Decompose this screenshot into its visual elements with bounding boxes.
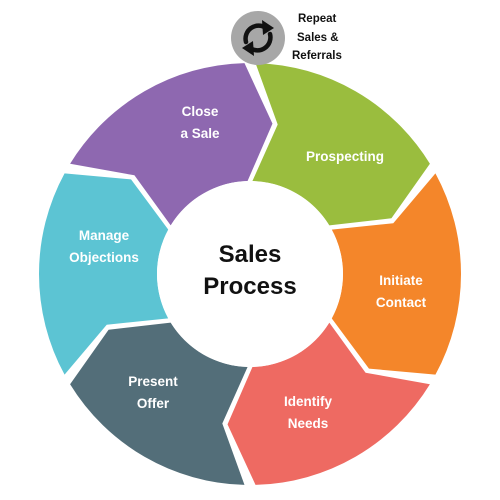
segment-initiate-contact: [252, 63, 430, 226]
center-title-line2: Process: [203, 273, 296, 300]
segment-label-manage-objections-line1: Manage: [79, 228, 130, 243]
segment-present-offer: [227, 322, 430, 485]
repeat-label-line2: Sales &: [297, 32, 339, 44]
segment-label-prospecting-line1: Prospecting: [306, 149, 384, 164]
segment-label-initiate-contact-line1: Initiate: [379, 273, 423, 288]
segment-label-present-offer-line2: Offer: [137, 396, 170, 411]
center-disc: [157, 181, 343, 367]
segment-label-identify-needs-line2: Needs: [288, 416, 329, 431]
segment-identify-needs: [331, 173, 462, 375]
segment-label-identify-needs-line1: Identify: [284, 394, 332, 409]
segment-label-present-offer-line1: Present: [128, 374, 178, 389]
segments-group: [39, 63, 462, 485]
repeat-label-line3: Referrals: [292, 50, 342, 62]
repeat-label-line1: Repeat: [298, 13, 337, 25]
segment-manage-objections: [70, 322, 248, 485]
segment-close-a-sale: [39, 173, 169, 375]
refresh-icon: [231, 11, 285, 65]
segment-label-manage-objections-line2: Objections: [69, 250, 139, 265]
center-title-line1: Sales: [219, 241, 282, 268]
segment-label-close-a-sale-line2: a Sale: [180, 126, 220, 141]
segment-label-close-a-sale-line1: Close: [182, 104, 219, 119]
segment-label-initiate-contact-line2: Contact: [376, 295, 427, 310]
segment-prospecting: [70, 63, 273, 226]
